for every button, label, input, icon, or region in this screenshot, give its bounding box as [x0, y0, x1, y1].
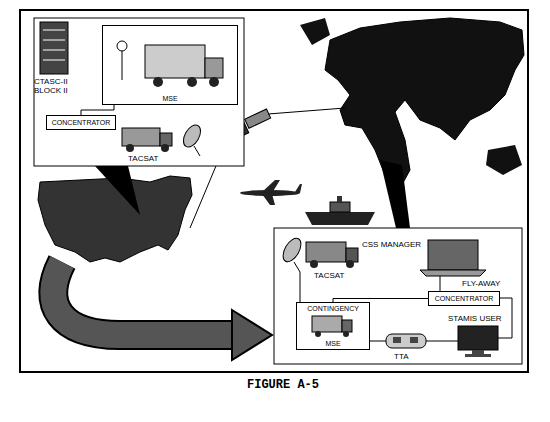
dish-stand: [194, 146, 200, 156]
airplane: [240, 180, 302, 205]
australia-map: [486, 145, 522, 175]
antenna-symbol: [117, 41, 127, 51]
eurasia-africa-map: [325, 18, 524, 192]
wire: [370, 341, 386, 342]
wheel: [343, 331, 349, 337]
truck-cab: [346, 248, 358, 262]
deployment-arrow-head: [232, 310, 272, 360]
antenna-mast: [122, 51, 123, 80]
detail-line: [43, 30, 65, 31]
laptop-base: [420, 270, 486, 276]
ship: [305, 196, 375, 225]
terminal-window: [410, 337, 418, 343]
detail-line: [43, 40, 65, 41]
figure-caption: FIGURE A-5: [247, 378, 319, 392]
wheel: [161, 144, 169, 152]
solar-panel: [245, 109, 271, 128]
mse-box: MSE: [102, 25, 238, 105]
wing: [262, 194, 275, 205]
superstructure: [330, 202, 350, 212]
node-text: CONCENTRATOR: [435, 294, 493, 303]
tacsat-truck: [122, 128, 160, 146]
wheel: [346, 260, 354, 268]
detail-line: [43, 50, 65, 51]
satellite-dish: [279, 235, 304, 265]
tail: [295, 184, 302, 193]
wheel: [187, 77, 197, 87]
concentrator-box: CONCENTRATOR: [46, 115, 116, 130]
wheel: [153, 77, 163, 87]
node-text: MSE: [162, 94, 177, 103]
truck-cab: [160, 133, 172, 146]
truck-cab: [205, 58, 223, 78]
detail-line: [43, 60, 65, 61]
dish-stand: [294, 262, 300, 272]
ctasc-computer: [40, 22, 68, 74]
satellite-link: [268, 108, 345, 114]
connector-wire: [81, 105, 114, 115]
hull: [305, 212, 375, 225]
monitor-base: [465, 354, 491, 357]
tacsat-truck: [306, 242, 346, 262]
equipment-label: TTA: [394, 352, 409, 361]
equipment-label: STAMIS USER: [448, 314, 502, 323]
tta-terminal: [386, 334, 426, 348]
home-station-panel: [34, 18, 244, 166]
mse-shelter: [312, 316, 342, 332]
terminal-window: [393, 337, 401, 343]
wire: [300, 272, 301, 302]
wheel: [126, 144, 134, 152]
laptop-screen: [428, 240, 478, 270]
deployed-panel: [274, 228, 522, 364]
greenland-map: [300, 18, 330, 45]
concentrator-box: CONCENTRATOR: [428, 291, 500, 306]
equipment-label: CSS MANAGER: [362, 240, 421, 249]
contingency-box: CONTINGENCY MSE: [296, 302, 370, 350]
outer-frame: [20, 10, 528, 372]
monitor-stand: [472, 350, 484, 354]
node-text: MSE: [325, 339, 340, 348]
computer-label: CTASC-II BLOCK II: [34, 77, 78, 95]
node-text: CONCENTRATOR: [52, 118, 110, 127]
wire: [426, 341, 458, 342]
mse-shelter: [145, 45, 205, 78]
deployment-arrow: [53, 262, 238, 335]
wire: [440, 276, 441, 291]
uplink-beam: [95, 166, 140, 215]
funnel: [337, 196, 342, 202]
wheel: [310, 260, 318, 268]
usa-map: [38, 176, 192, 262]
wing: [262, 180, 280, 193]
truck-cab: [342, 320, 352, 332]
equipment-label: TACSAT: [314, 271, 344, 280]
wheel: [209, 77, 219, 87]
downlink-beam: [380, 160, 410, 228]
computer-detail: [43, 30, 65, 60]
monitor: [458, 326, 498, 350]
node-text: CONTINGENCY: [307, 304, 359, 313]
equipment-label: FLY-AWAY: [462, 279, 500, 288]
equipment-label: TACSAT: [128, 154, 158, 163]
satellite-dish: [180, 122, 204, 150]
wheel: [315, 331, 321, 337]
